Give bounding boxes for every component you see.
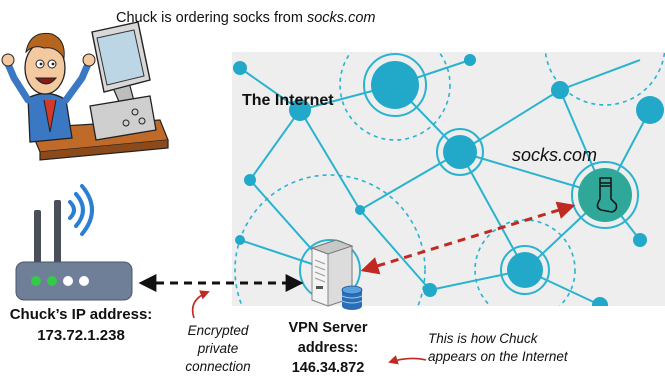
- vpn-server-label: VPN Server address: 146.34.872: [282, 318, 374, 378]
- vpn-server-line1: VPN Server: [288, 320, 368, 336]
- wifi-router-icon: [15, 184, 133, 301]
- encrypted-callout-arrow: [191, 290, 210, 319]
- title-prefix: Chuck is ordering socks from: [116, 10, 307, 26]
- chuck-ip-value: 173.72.1.238: [37, 327, 125, 344]
- socks-node: [571, 161, 639, 229]
- encrypted-line1: Encrypted: [187, 323, 249, 338]
- vpn-server-node: [299, 239, 363, 310]
- appears-callout-arrow: [388, 355, 427, 365]
- chuck-ip-label: Chuck’s IP address: 173.72.1.238: [6, 304, 156, 346]
- socks-label: socks.com: [512, 145, 598, 165]
- encrypted-line3: connection: [185, 359, 251, 374]
- vpn-server-line2: address:: [297, 340, 359, 356]
- chuck-ip-title: Chuck’s IP address:: [9, 306, 153, 323]
- chuck-illustration: [1, 21, 169, 161]
- sock-icon: [596, 177, 618, 213]
- appears-line1: This is how Chuck: [428, 331, 538, 346]
- title-site: socks.com: [306, 10, 376, 26]
- vpn-server-address: 146.34.872: [291, 360, 365, 376]
- appears-line2: appears on the Internet: [428, 349, 568, 364]
- internet-label: The Internet: [242, 92, 334, 109]
- database-icon: [341, 285, 363, 310]
- diagram-title: Chuck is ordering socks from socks.com: [116, 10, 375, 26]
- appears-on-internet-label: This is how Chuck appears on the Interne…: [428, 330, 612, 366]
- encrypted-connection-label: Encrypted private connection: [170, 322, 266, 376]
- encrypted-line2: private: [197, 341, 239, 356]
